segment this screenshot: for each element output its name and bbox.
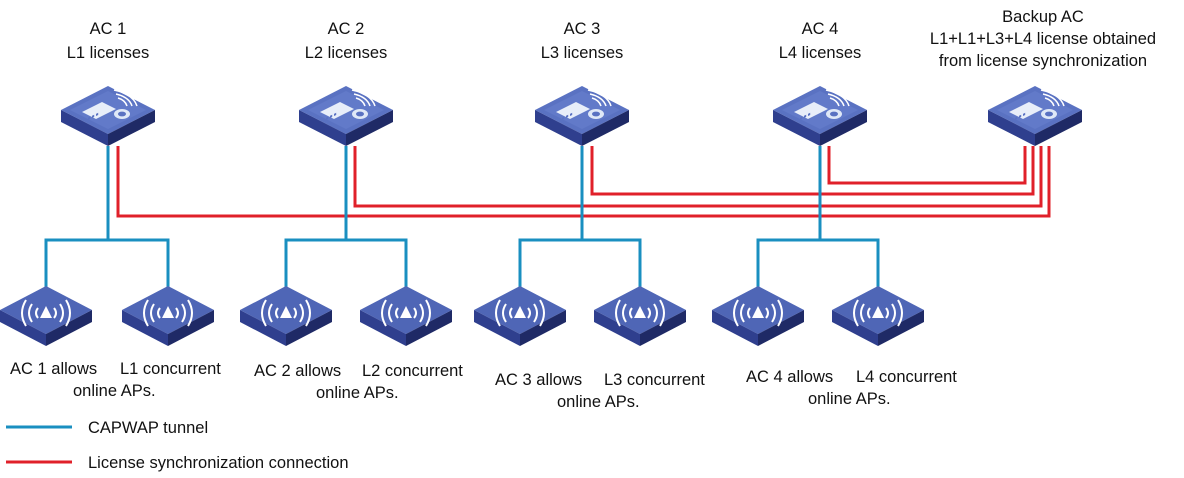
sync-line-ac4 [827, 146, 1027, 185]
ac-controller-icon [772, 85, 868, 147]
ac-3[interactable] [534, 85, 630, 147]
legend: CAPWAP tunnel License synchronization co… [6, 419, 349, 472]
wireless-ap-icon[interactable] [121, 285, 215, 347]
ac-controller-icon [298, 85, 394, 147]
ap-note-allows: AC 2 allows [254, 362, 341, 380]
ap-note-concurrent: L2 concurrent [362, 362, 463, 380]
ap-note-allows: AC 3 allows [495, 371, 582, 389]
ac-license: L3 licenses [541, 44, 624, 62]
ap-note-online: online APs. [73, 382, 156, 400]
wireless-ap-icon[interactable] [473, 285, 567, 347]
sync-line-ac2 [353, 146, 1043, 208]
capwap-ac2 [284, 146, 408, 293]
ap-note-allows: AC 1 allows [10, 360, 97, 378]
sync-line-ac3 [590, 146, 1035, 196]
ac-name: AC 3 [564, 20, 601, 38]
legend-capwap-label: CAPWAP tunnel [88, 419, 208, 437]
ac-license: L1 licenses [67, 44, 150, 62]
backup-ac-name: Backup AC [1002, 8, 1084, 26]
ac-license: L2 licenses [305, 44, 388, 62]
ac-controller-icon [987, 85, 1083, 147]
wireless-ap-icon[interactable] [359, 285, 453, 347]
capwap-ac1 [44, 146, 170, 293]
ac-1[interactable] [60, 85, 156, 147]
backup-ac-license: L1+L1+L3+L4 license obtained [930, 30, 1156, 48]
ac-2[interactable] [298, 85, 394, 147]
ac-4[interactable] [772, 85, 868, 147]
legend-sync-label: License synchronization connection [88, 454, 349, 472]
capwap-tunnels [44, 146, 880, 293]
ac-controller-icon [534, 85, 630, 147]
backup-ac-license-source: from license synchronization [939, 52, 1147, 70]
ap-note-concurrent: L3 concurrent [604, 371, 705, 389]
access-points [0, 285, 925, 347]
backup-ac[interactable] [987, 85, 1083, 147]
ap-note-online: online APs. [808, 390, 891, 408]
ac-name: AC 2 [328, 20, 365, 38]
wireless-ap-icon[interactable] [831, 285, 925, 347]
ap-note-concurrent: L4 concurrent [856, 368, 957, 386]
ap-note-online: online APs. [557, 393, 640, 411]
wireless-ap-icon[interactable] [0, 285, 93, 347]
capwap-ac4 [756, 146, 880, 293]
wireless-ap-icon[interactable] [593, 285, 687, 347]
wireless-ap-icon[interactable] [239, 285, 333, 347]
ap-note-concurrent: L1 concurrent [120, 360, 221, 378]
ac-name: AC 1 [90, 20, 127, 38]
ac-name: AC 4 [802, 20, 839, 38]
capwap-ac3 [518, 146, 642, 293]
ac-controller-icon [60, 85, 156, 147]
ap-note-allows: AC 4 allows [746, 368, 833, 386]
ac-license: L4 licenses [779, 44, 862, 62]
ap-note-online: online APs. [316, 384, 399, 402]
wireless-ap-icon[interactable] [711, 285, 805, 347]
